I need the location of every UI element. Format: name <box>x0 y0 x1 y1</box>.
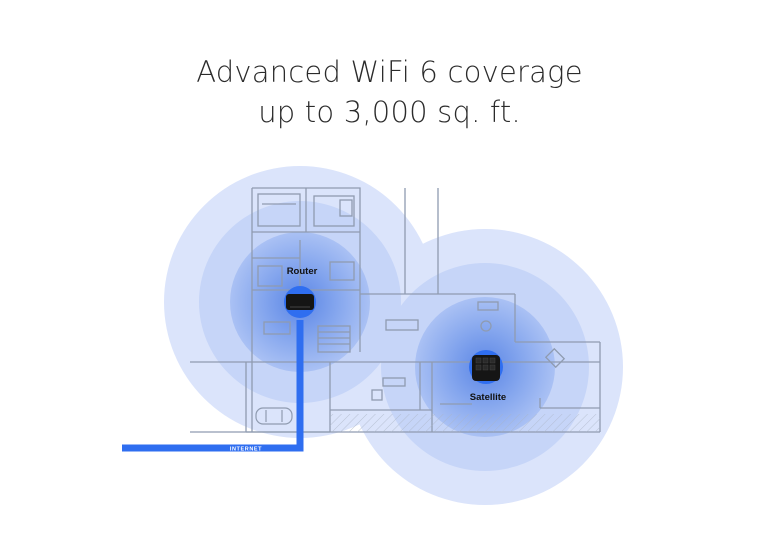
internet-cable-label: INTERNET <box>230 447 262 453</box>
satellite-device-icon <box>469 350 503 384</box>
headline: Advanced WiFi 6 coverage up to 3,000 sq.… <box>0 52 779 132</box>
router-device-icon <box>284 286 316 318</box>
headline-line-1: Advanced WiFi 6 coverage <box>196 55 583 89</box>
router-label: Router <box>287 266 318 277</box>
headline-line-2: up to 3,000 sq. ft. <box>258 95 521 129</box>
satellite-label: Satellite <box>470 392 506 403</box>
car-icon <box>255 407 293 425</box>
internet-cable: INTERNET <box>122 320 304 453</box>
floor-plan-hatch <box>330 414 600 432</box>
